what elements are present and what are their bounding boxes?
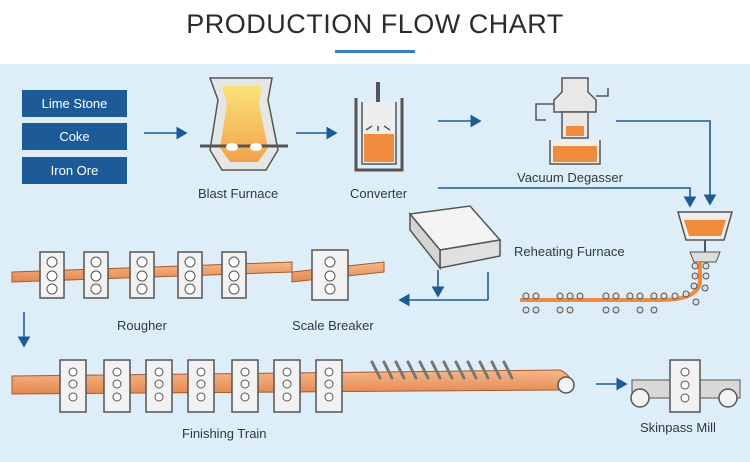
- converter-icon: [354, 82, 404, 172]
- rougher-icon: [11, 251, 293, 299]
- label-blast-furnace: Blast Furnace: [198, 186, 279, 201]
- arrow-degasser-to-ladle: [616, 120, 717, 206]
- label-reheating-furnace: Reheating Furnace: [514, 244, 625, 259]
- label-finishing-train: Finishing Train: [182, 426, 267, 441]
- ladle-caster-icon: [520, 211, 733, 314]
- vacuum-degasser-icon: [535, 77, 609, 165]
- blast-furnace-icon: [200, 77, 288, 171]
- finishing-train-icon: [11, 359, 575, 413]
- label-scale-breaker: Scale Breaker: [292, 318, 374, 333]
- title-underline: [335, 50, 415, 53]
- raw-material-lime-stone: Lime Stone: [22, 90, 127, 117]
- label-skinpass-mill: Skinpass Mill: [640, 420, 716, 435]
- label-converter: Converter: [350, 186, 408, 201]
- header: PRODUCTION FLOW CHART: [0, 0, 750, 64]
- label-rougher: Rougher: [117, 318, 167, 333]
- label-vacuum-degasser: Vacuum Degasser: [517, 170, 623, 185]
- raw-material-coke: Coke: [22, 123, 127, 150]
- scale-breaker-icon: [291, 249, 385, 301]
- page-title: PRODUCTION FLOW CHART: [186, 9, 564, 39]
- reheating-furnace-icon: [408, 205, 502, 271]
- flow-arrows: [17, 114, 717, 391]
- raw-material-iron-ore: Iron Ore: [22, 157, 127, 184]
- skinpass-mill-icon: [630, 359, 741, 413]
- arrow-converter-to-ladle: [438, 187, 697, 208]
